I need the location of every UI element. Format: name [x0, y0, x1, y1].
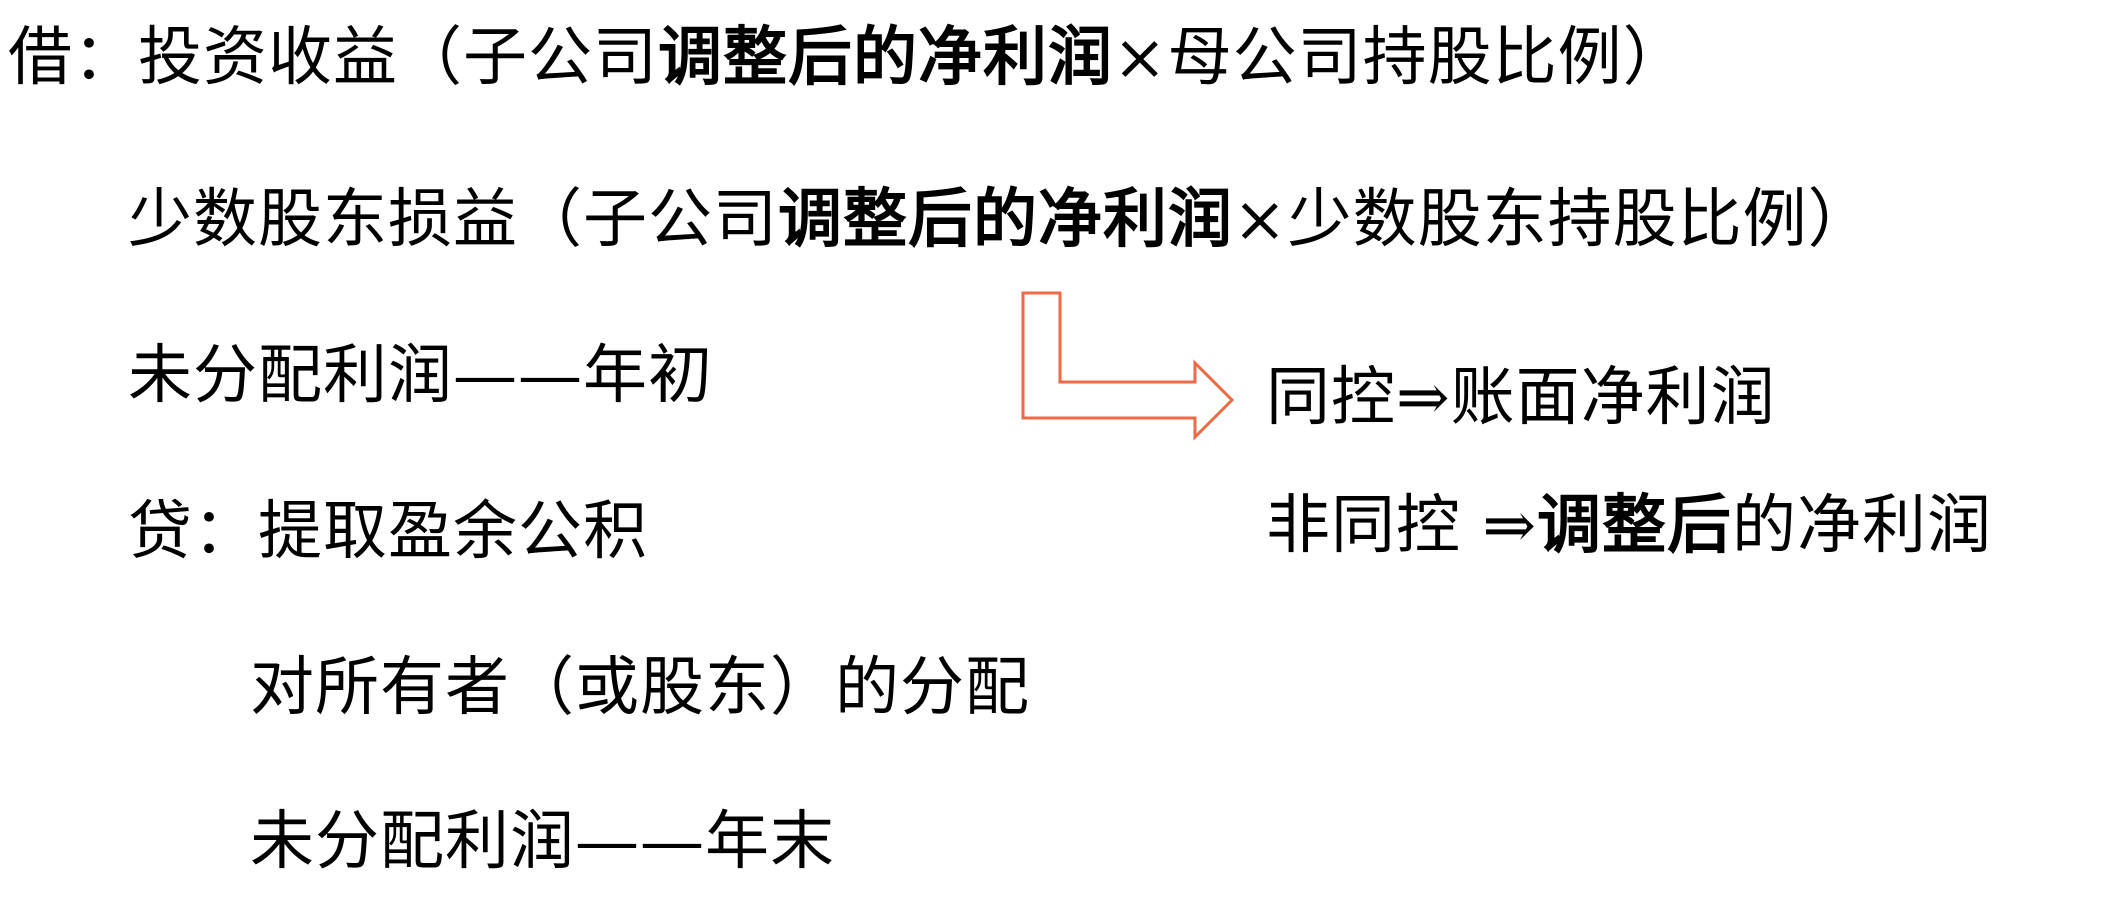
entry-line-retained-earnings-ending: 未分配利润——年末: [250, 802, 835, 882]
entry-line-surplus-reserve: 贷：提取盈余公积: [128, 492, 648, 572]
account-surplus-reserve: 提取盈余公积: [258, 495, 648, 569]
emphasis-adjusted: 调整后: [1536, 488, 1732, 563]
arrow-shape: [1021, 291, 1235, 441]
debit-label: 借：: [8, 21, 138, 95]
entry-line-investment-income: 借：投资收益（子公司调整后的净利润×母公司持股比例）: [8, 18, 1688, 98]
credit-label: 贷：: [128, 495, 258, 569]
note-non-same-control: 非同控 ⇒调整后的净利润: [1266, 486, 1992, 566]
account-minority-interest: 少数股东损益（子公司: [128, 183, 778, 257]
non-same-control-prefix: 非同控 ⇒: [1266, 489, 1537, 563]
account-investment-income: 投资收益（子公司: [138, 21, 658, 95]
elbow-arrow-right-icon: [1021, 291, 1235, 441]
minority-ratio-text: ×少数股东持股比例）: [1233, 183, 1873, 257]
account-retained-earnings-ending: 未分配利润——年末: [250, 805, 835, 879]
account-retained-earnings-beginning: 未分配利润——年初: [128, 339, 713, 413]
parent-ratio-text: ×母公司持股比例）: [1113, 21, 1688, 95]
net-profit-suffix: 的净利润: [1731, 489, 1992, 563]
account-distribution-to-owners: 对所有者（或股东）的分配: [250, 651, 1030, 725]
entry-line-retained-earnings-beginning: 未分配利润——年初: [128, 336, 713, 416]
emphasis-adjusted-net-profit: 调整后的净利润: [778, 182, 1233, 257]
note-same-control: 同控⇒账面净利润: [1266, 358, 1776, 438]
same-control-text: 同控⇒账面净利润: [1266, 361, 1776, 435]
entry-line-minority-interest: 少数股东损益（子公司调整后的净利润×少数股东持股比例）: [128, 180, 1873, 260]
entry-line-distribution-to-owners: 对所有者（或股东）的分配: [250, 648, 1030, 728]
emphasis-adjusted-net-profit: 调整后的净利润: [658, 20, 1113, 95]
